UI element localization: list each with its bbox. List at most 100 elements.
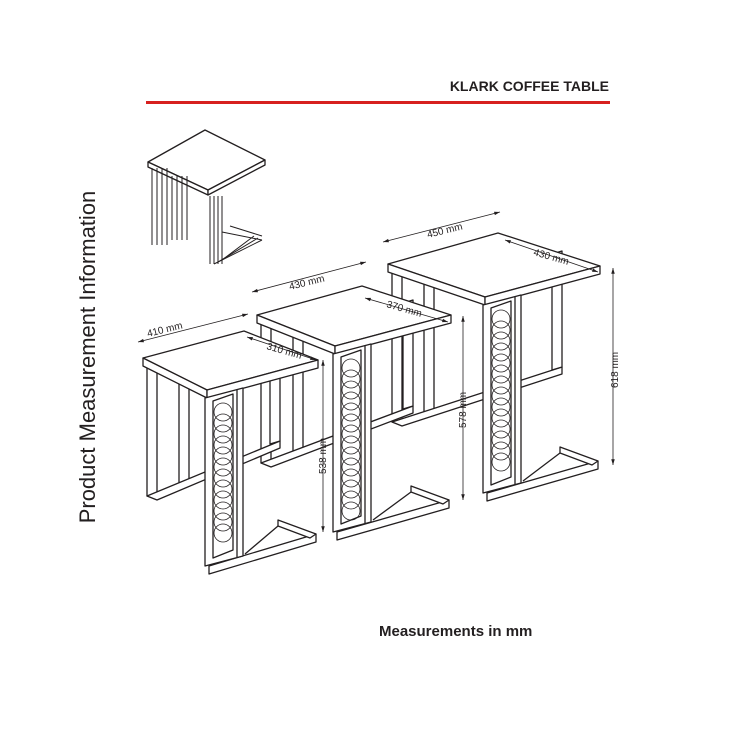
back-base-bar [391,366,563,427]
pattern-circle [491,309,511,329]
medium-width-dimension [251,261,367,293]
arrowhead [611,459,615,465]
pattern-circle [213,468,233,488]
arrowhead [252,288,258,293]
pattern-circle [213,523,233,543]
pattern-circle [213,413,233,433]
pattern-circle [491,331,511,351]
back-left-leg [391,268,403,423]
base-front-bar [486,460,599,502]
small-depth-dimension [246,336,317,361]
thumb-top-edge [207,159,266,196]
table-top [256,285,452,347]
pattern-circle [491,408,511,428]
pattern-circle [341,446,361,466]
base-front-bar [208,533,317,575]
medium-width-label: 430 mm [288,273,326,292]
arrowhead [360,261,366,266]
base-inner-line [372,491,412,521]
arrowhead [611,268,615,274]
title-divider [146,101,610,104]
arrowhead [365,297,371,302]
medium-depth-dimension [364,297,449,323]
decorative-panel [490,300,512,486]
product-title: KLARK COFFEE TABLE [449,78,609,94]
pattern-circle [341,424,361,444]
arrowhead [494,211,500,216]
pattern-circle [213,479,233,499]
measurement-note: Measurements in mm [379,623,533,640]
arrowhead [138,338,144,343]
pattern-circle [341,468,361,488]
pattern-circle [341,479,361,499]
small-width-dimension [137,313,249,343]
pattern-circle [213,512,233,532]
pattern-circle [341,490,361,510]
table-top-side-edge [334,314,452,355]
base-inner-line [522,452,561,482]
table-top [142,330,319,391]
pattern-circle [491,353,511,373]
arrowhead [242,313,248,318]
thumb-base [221,231,263,241]
back-left-leg [146,362,158,497]
pattern-circle [213,435,233,455]
pattern-circle [491,441,511,461]
pattern-circle [491,375,511,395]
pattern-circle [213,490,233,510]
arrowhead [310,356,316,360]
large-width-dimension [382,211,501,243]
thumb-base [221,235,255,261]
arrowhead [383,238,389,243]
nested-tables-thumbnail [147,129,266,265]
base-side-bar [559,446,599,466]
large-height-label: 618 mm [610,352,621,388]
dimension-lines [137,211,615,532]
medium-height-label: 578 mm [458,392,469,428]
arrowhead [461,494,465,500]
pattern-circle [491,386,511,406]
pattern-circle [491,452,511,472]
table-top-side-edge [484,265,601,306]
pattern-circle [341,413,361,433]
small-width-label: 410 mm [146,320,184,339]
pattern-circle [491,419,511,439]
pattern-circle [213,501,233,521]
pattern-circle [491,430,511,450]
arrowhead [247,337,253,341]
pattern-circle [491,364,511,384]
base-side-bar [277,519,317,539]
pattern-circle [341,501,361,521]
pattern-circle [341,435,361,455]
base-front-bar [336,499,450,541]
table-top [387,232,601,298]
base-inner-line [244,525,279,555]
pattern-circle [341,457,361,477]
arrowhead [321,360,325,366]
pattern-circle [341,369,361,389]
arrowhead [592,268,598,272]
pattern-circle [491,320,511,340]
pattern-circle [491,342,511,362]
pattern-circle [213,424,233,444]
large-depth-dimension [504,239,599,273]
pattern-circle [213,402,233,422]
pattern-circle [491,397,511,417]
small-height-label: 538 mm [318,438,329,474]
thumb-base [229,225,263,237]
base-side-bar [410,485,450,505]
pattern-circle [341,391,361,411]
large-width-label: 450 mm [426,221,464,240]
tables-drawing [142,232,601,575]
pattern-circle [341,380,361,400]
thumb-top [147,129,266,191]
arrowhead [321,526,325,532]
arrowhead [461,316,465,322]
pattern-circle [213,457,233,477]
arrowhead [442,318,448,323]
pattern-circle [213,446,233,466]
pattern-circle [341,358,361,378]
pattern-circle [341,402,361,422]
